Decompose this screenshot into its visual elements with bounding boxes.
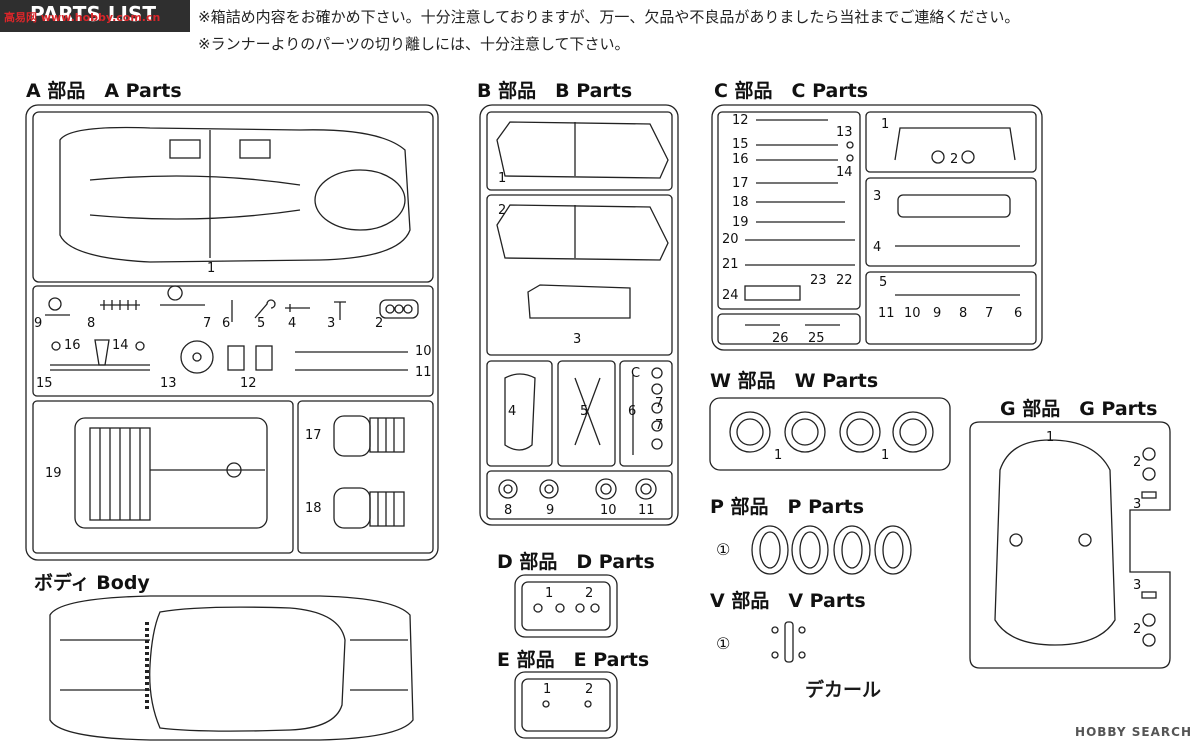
part-a14: 14 [112,338,129,353]
part-a9: 9 [34,316,43,331]
parts-list-header: PARTS LIST [0,0,190,32]
hobby-search-logo: HOBBY SEARCH [1075,725,1192,739]
part-b7b: 7 [655,418,664,433]
section-e-title: E 部品 E Parts [497,649,650,671]
part-b6: 6 [628,404,637,419]
part-b11: 11 [638,503,655,518]
part-c10: 10 [904,306,921,321]
part-a16: 16 [64,338,81,353]
section-c-title: C 部品 C Parts [714,80,869,102]
part-a3: 3 [327,316,336,331]
part-a11: 11 [415,365,432,380]
part-c7: 7 [985,306,994,321]
body-drawing [49,595,414,741]
part-c15: 15 [732,137,749,152]
v-parts [771,621,806,663]
section-a-title: A 部品 A Parts [26,80,182,102]
part-b7a: 7 [655,396,664,411]
part-b2: 2 [498,203,507,218]
note-line-1: ※箱詰め内容をお確かめ下さい。十分注意しておりますが、万一、欠品や不良品がありま… [198,8,1020,26]
part-w1b: 1 [881,448,890,463]
part-a19: 19 [45,466,62,481]
part-b1: 1 [498,171,507,186]
part-a1: 1 [207,261,216,276]
part-a7: 7 [203,316,212,331]
part-c2: 2 [950,152,959,167]
part-g2b: 2 [1133,622,1142,637]
part-a13: 13 [160,376,177,391]
w-parts-sprue [709,397,951,471]
section-body-title: ボディ Body [34,572,150,594]
part-c3: 3 [873,189,882,204]
part-a4: 4 [288,316,297,331]
part-g1: 1 [1046,430,1055,445]
part-c18: 18 [732,195,749,210]
part-c8: 8 [959,306,968,321]
part-a6: 6 [222,316,231,331]
part-b10: 10 [600,503,617,518]
part-c14: 14 [836,165,853,180]
g-parts-sprue [969,421,1171,669]
part-c9: 9 [933,306,942,321]
part-c24: 24 [722,288,739,303]
part-a15: 15 [36,376,53,391]
part-c13: 13 [836,125,853,140]
part-p1: ① [716,540,731,559]
part-c5: 5 [879,275,888,290]
part-b4: 4 [508,404,517,419]
section-b-title: B 部品 B Parts [477,80,633,102]
part-d2: 2 [585,586,594,601]
part-g2a: 2 [1133,455,1142,470]
part-e2: 2 [585,682,594,697]
part-c26: 26 [772,331,789,346]
part-c19: 19 [732,215,749,230]
part-b3: 3 [573,332,582,347]
d-e-parts [514,574,618,739]
part-b5: 5 [580,404,589,419]
section-v-title: V 部品 V Parts [710,590,866,612]
note-line-2: ※ランナーよりのパーツの切り離しには、十分注意して下さい。 [198,35,630,53]
part-a5: 5 [257,316,266,331]
section-g-title: G 部品 G Parts [1000,398,1158,420]
part-a10: 10 [415,344,432,359]
section-w-title: W 部品 W Parts [710,370,879,392]
parts-list-title: PARTS LIST [30,2,157,26]
part-a12: 12 [240,376,257,391]
part-c20: 20 [722,232,739,247]
section-p-title: P 部品 P Parts [710,496,865,518]
part-b-tag: C [631,366,641,381]
p-parts-tires [751,525,912,575]
part-a2: 2 [375,316,384,331]
part-a18: 18 [305,501,322,516]
part-g3b: 3 [1133,578,1142,593]
a-parts-sprue [25,104,439,561]
part-d1: 1 [545,586,554,601]
part-v1: ① [716,634,731,653]
part-a17: 17 [305,428,322,443]
part-c11: 11 [878,306,895,321]
part-c4: 4 [873,240,882,255]
part-c22: 22 [836,273,853,288]
decal-label: デカール [805,679,882,701]
part-c1: 1 [881,117,890,132]
part-c17: 17 [732,176,749,191]
part-c21: 21 [722,257,739,272]
part-g3a: 3 [1133,497,1142,512]
part-e1: 1 [543,682,552,697]
part-a8: 8 [87,316,96,331]
part-b9: 9 [546,503,555,518]
part-c23: 23 [810,273,827,288]
part-b8: 8 [504,503,513,518]
site-watermark: 高易网 www.hobby.com.cn [4,11,161,24]
part-c25: 25 [808,331,825,346]
part-c6: 6 [1014,306,1023,321]
part-c12: 12 [732,113,749,128]
c-parts-sprue [711,104,1043,351]
part-c16: 16 [732,152,749,167]
b-parts-sprue [479,104,679,526]
part-w1a: 1 [774,448,783,463]
section-d-title: D 部品 D Parts [497,551,655,573]
